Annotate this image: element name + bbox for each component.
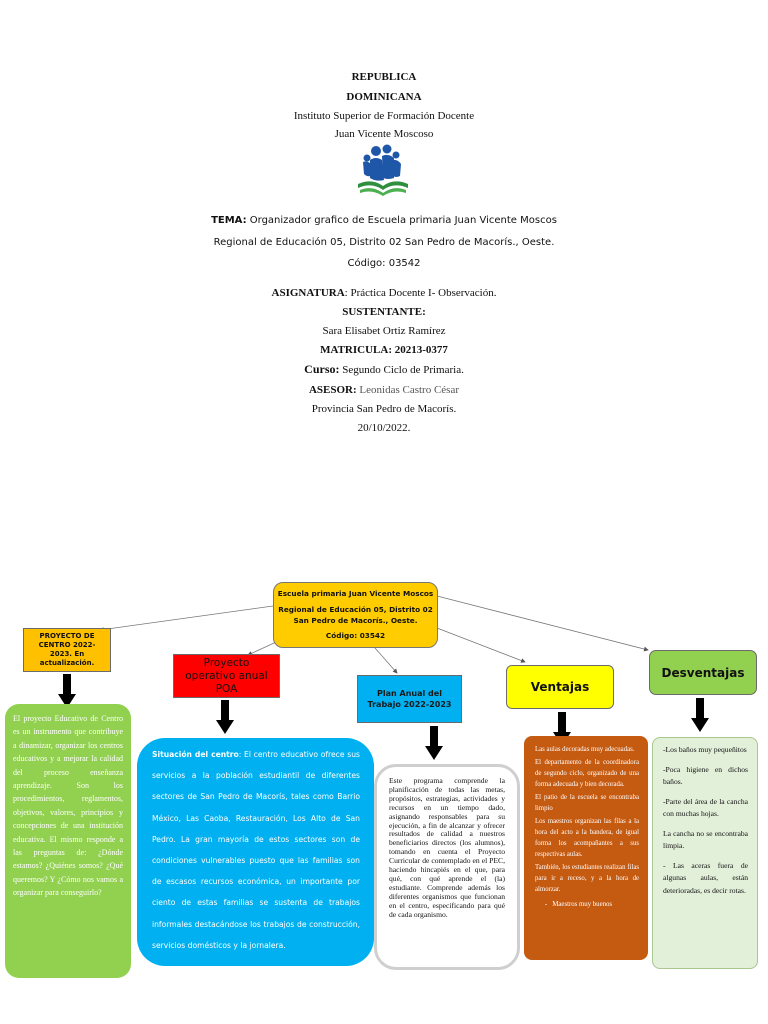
ventajas-item: El departamento de la coordinadora de se…: [535, 759, 639, 788]
connector-ventajas: [436, 627, 526, 663]
central-line-3: San Pedro de Macorís., Oeste.: [293, 616, 418, 625]
header-codigo: Código: 03542: [347, 258, 421, 269]
dash-icon: -: [545, 901, 553, 908]
tema-label: TEMA:: [211, 215, 247, 226]
asesor-text: Leonidas Castro César: [356, 384, 460, 396]
poa-body: Situación del centro: El centro educativ…: [137, 738, 374, 966]
central-line-2: Regional de Educación 05, Distrito 02: [278, 605, 433, 614]
desventajas-item: -Parte del área de la cancha con muchas …: [663, 796, 748, 819]
header-asignatura: ASIGNATURA: Práctica Docente I- Observac…: [0, 286, 768, 300]
desventajas-item: La cancha no se encontraba limpia.: [663, 828, 748, 851]
header-tema: TEMA: Organizador grafico de Escuela pri…: [0, 214, 768, 228]
tema-text: Organizador grafico de Escuela primaria …: [246, 215, 557, 226]
poa-body-text: : El centro educativo ofrece sus servici…: [152, 750, 360, 950]
ventajas-item: Los maestros organizan las filas a la ho…: [535, 818, 639, 858]
down-arrow-icon: [425, 726, 443, 760]
header-republica: REPUBLICA: [351, 71, 417, 83]
connector-desventajas: [436, 595, 649, 652]
poa-body-label: Situación del centro: [152, 750, 239, 759]
header-sustentante: SUSTENTANTE:: [342, 306, 426, 318]
header-matricula: MATRICULA: 20213-0377: [320, 344, 448, 356]
central-topic-box: Escuela primaria Juan Vicente Moscos Reg…: [273, 582, 438, 648]
proyecto-centro-body: El proyecto Educativo de Centro es un in…: [5, 704, 131, 978]
asesor-label: ASESOR:: [308, 384, 357, 396]
institute-logo: [358, 144, 408, 196]
ventajas-title: Ventajas: [506, 665, 614, 709]
central-line-4: Código: 03542: [325, 631, 386, 640]
desventajas-body: -Los baños muy pequeñitos -Poca higiene …: [652, 737, 758, 969]
desventajas-item: -Poca higiene en dichos baños.: [663, 764, 748, 787]
ventajas-item: Las aulas decoradas muy adecuadas.: [535, 746, 635, 753]
desventajas-item: -Los baños muy pequeñitos: [663, 745, 747, 754]
header-dominicana: DOMINICANA: [346, 91, 422, 103]
desventajas-title: Desventajas: [649, 650, 757, 695]
plan-anual-title: Plan Anual del Trabajo 2022-2023: [357, 675, 462, 723]
connector-proyecto-centro: [99, 605, 274, 632]
curso-label: Curso:: [304, 362, 340, 376]
header-asesor: ASESOR: Leonidas Castro César: [0, 383, 768, 397]
central-line-1: Escuela primaria Juan Vicente Moscos: [277, 589, 434, 598]
header-instituto: Instituto Superior de Formación Docente: [293, 110, 475, 122]
ventajas-body: Las aulas decoradas muy adecuadas. El de…: [524, 736, 648, 960]
plan-anual-body: Este programa comprende la planificación…: [374, 764, 520, 970]
ventajas-item: El patio de la escuela se encontraba lim…: [535, 794, 639, 812]
header-regional: Regional de Educación 05, Distrito 02 Sa…: [213, 237, 555, 248]
down-arrow-icon: [691, 698, 709, 732]
desventajas-item: - Las aceras fuera de algunas aulas, est…: [663, 860, 748, 895]
curso-text: Segundo Ciclo de Primaria.: [339, 364, 464, 376]
down-arrow-icon: [216, 700, 234, 734]
ventajas-item: También, los estudiantes realizan filas …: [535, 864, 639, 893]
asignatura-text: : Práctica Docente I- Observación.: [344, 287, 497, 299]
ventajas-bullet-item: - Maestros muy buenos: [535, 899, 639, 910]
header-sustentante-name: Sara Elisabet Ortiz Ramírez: [322, 325, 446, 337]
header-curso: Curso: Segundo Ciclo de Primaria.: [0, 362, 768, 377]
down-arrow-icon: [58, 674, 76, 708]
proyecto-centro-title: PROYECTO DE CENTRO 2022-2023. En actuali…: [23, 628, 111, 672]
header-fecha: 20/10/2022.: [357, 422, 411, 434]
header-provincia: Provincia San Pedro de Macorís.: [311, 403, 457, 415]
poa-title: Proyecto operativo anual POA: [173, 654, 280, 698]
ventajas-bullet-text: Maestros muy buenos: [552, 901, 613, 908]
connector-plan-anual: [374, 647, 398, 674]
header-instituto-name: Juan Vicente Moscoso: [334, 128, 434, 140]
asignatura-label: ASIGNATURA: [271, 287, 345, 299]
